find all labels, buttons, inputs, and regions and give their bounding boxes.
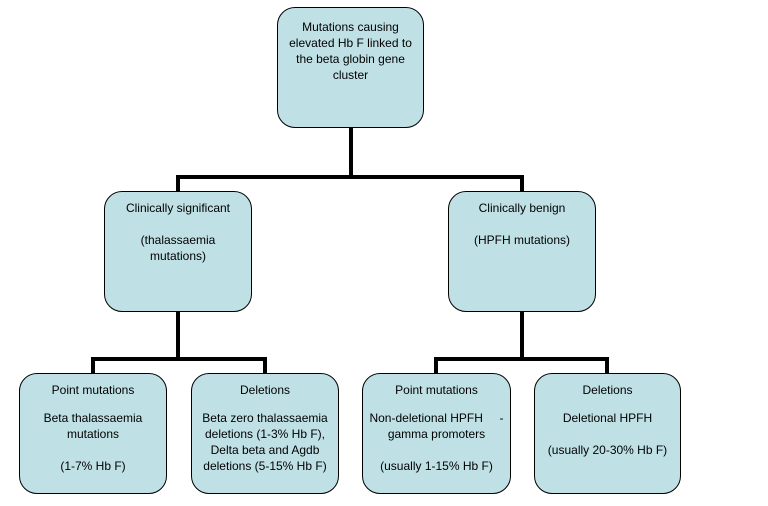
root-line: elevated Hb F linked to <box>289 36 412 50</box>
node-title: Clinically benign <box>478 201 566 215</box>
node-title: Point mutations <box>51 383 135 397</box>
node-line: (thalassaemia <box>140 233 216 247</box>
node-line: mutations <box>66 427 120 441</box>
node-title: Deletions <box>239 383 291 397</box>
deletions-benign-node: Deletions Deletional HPFH (usually 20-30… <box>534 373 681 494</box>
root-node: Mutations causing elevated Hb F linked t… <box>277 7 424 128</box>
connector-benign-to-children <box>434 310 609 375</box>
node-line: (HPFH mutations) <box>473 233 571 247</box>
connector-root-to-level2 <box>176 126 524 193</box>
point-mutations-significant-node: Point mutations Beta thalassaemia mutati… <box>19 373 167 494</box>
node-line: deletions (1-3% Hb F), <box>204 427 326 441</box>
point-mutations-benign-node: Point mutations Non-deletional HPFH - ga… <box>362 373 511 494</box>
node-note: (usually 20-30% Hb F) <box>547 443 668 457</box>
node-line: Non-deletional HPFH - <box>369 411 504 425</box>
node-line: deletions (5-15% Hb F) <box>203 459 327 473</box>
node-line: mutations) <box>149 249 207 263</box>
connector-significant-to-children <box>91 310 267 375</box>
node-line: gamma promoters <box>387 427 486 441</box>
node-line: Deletional HPFH <box>562 411 653 425</box>
node-line: Beta zero thalassaemia <box>202 411 328 425</box>
clinically-significant-node: Clinically significant (thalassaemia mut… <box>104 191 252 312</box>
node-title: Clinically significant <box>125 201 231 215</box>
node-line: Delta beta and Agdb <box>210 443 320 457</box>
root-line: cluster <box>332 68 369 82</box>
node-note: (1-7% Hb F) <box>60 459 126 473</box>
clinically-benign-node: Clinically benign (HPFH mutations) <box>448 191 596 312</box>
deletions-significant-node: Deletions Beta zero thalassaemia deletio… <box>191 373 339 494</box>
node-note: (usually 1-15% Hb F) <box>380 459 493 473</box>
node-title: Deletions <box>582 383 633 397</box>
root-line: Mutations causing <box>302 20 399 34</box>
node-title: Point mutations <box>395 383 478 397</box>
node-line: Beta thalassaemia <box>43 411 143 425</box>
root-line: the beta globin gene <box>296 52 405 66</box>
